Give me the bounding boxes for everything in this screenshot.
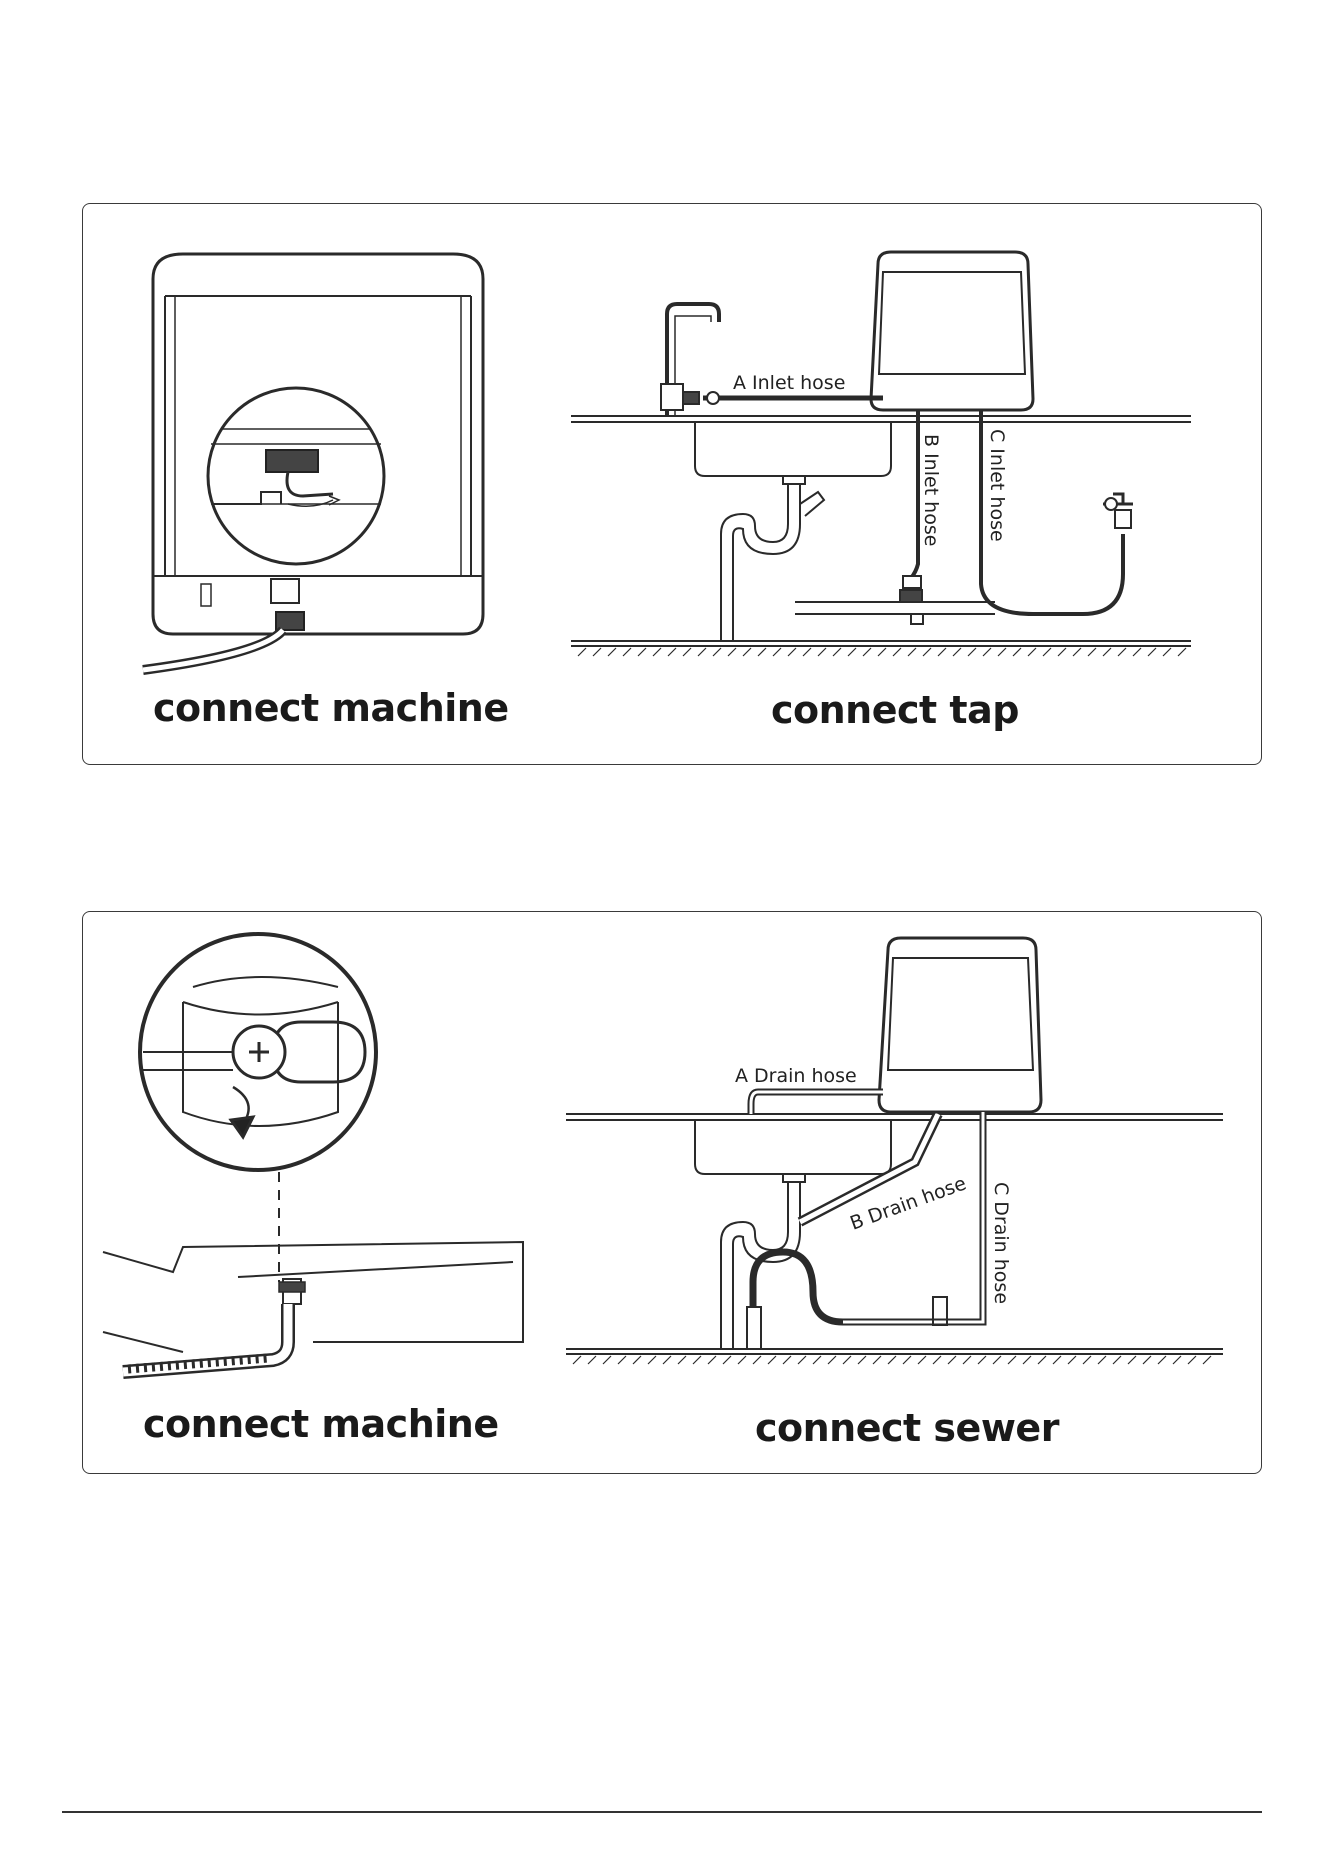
panel-inlet-connection: A Inlet hose B Inlet hose C Inlet hose c… <box>82 203 1262 765</box>
sewer-connection-illustration <box>566 938 1223 1364</box>
panel-drain-connection: A Drain hose B Drain hose C Drain hose c… <box>82 911 1262 1474</box>
inlet-diagram: A Inlet hose B Inlet hose C Inlet hose <box>83 204 1263 766</box>
connect-tap-caption: connect tap <box>771 688 1019 732</box>
tap-connection-illustration <box>571 252 1191 656</box>
drain-diagram: A Drain hose B Drain hose C Drain hose <box>83 912 1263 1475</box>
drain-connector-illustration <box>103 934 523 1372</box>
machine-back-illustration <box>143 254 483 670</box>
drain-hose-a-label: A Drain hose <box>735 1065 857 1087</box>
connect-machine-caption: connect machine <box>143 1402 499 1446</box>
inlet-hose-c-label: C Inlet hose <box>986 429 1008 542</box>
drain-hose-c-label: C Drain hose <box>990 1182 1012 1304</box>
connect-machine-caption: connect machine <box>153 686 509 730</box>
drain-hose-b-label: B Drain hose <box>847 1172 969 1234</box>
inlet-hose-a-label: A Inlet hose <box>733 372 845 394</box>
connect-sewer-caption: connect sewer <box>755 1406 1059 1450</box>
footer-rule <box>62 1811 1262 1813</box>
inlet-hose-b-label: B Inlet hose <box>920 434 942 546</box>
